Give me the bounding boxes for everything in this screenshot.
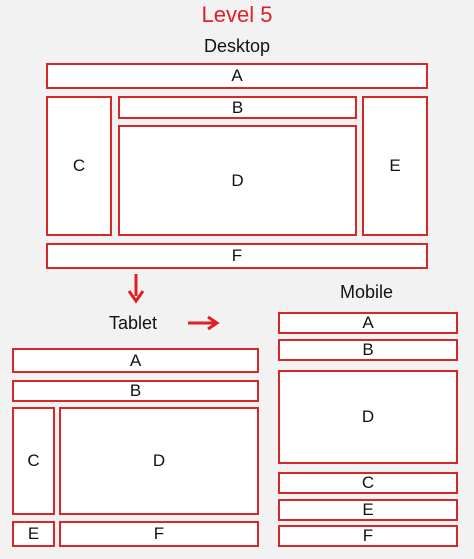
tablet-box-e: E (12, 521, 55, 547)
desktop-box-d: D (118, 125, 357, 236)
mobile-box-f: F (278, 525, 458, 547)
tablet-box-b: B (12, 380, 259, 402)
tablet-box-f: F (59, 521, 259, 547)
tablet-box-d: D (59, 407, 259, 515)
desktop-box-e: E (362, 96, 428, 236)
mobile-box-d: D (278, 370, 458, 464)
desktop-label: Desktop (204, 36, 271, 56)
desktop-box-a: A (46, 63, 428, 89)
desktop-box-c: C (46, 96, 112, 236)
desktop-box-f: F (46, 243, 428, 269)
diagram-title: Level 5 (201, 2, 273, 27)
tablet-label: Tablet (109, 313, 158, 333)
mobile-label: Mobile (340, 282, 394, 302)
desktop-box-b: B (118, 96, 357, 119)
mobile-box-c: C (278, 472, 458, 494)
arrow-right-icon (188, 315, 220, 331)
mobile-box-a: A (278, 312, 458, 334)
arrow-down-icon (127, 274, 145, 304)
mobile-box-b: B (278, 339, 458, 361)
mobile-box-e: E (278, 499, 458, 521)
tablet-box-a: A (12, 348, 259, 373)
tablet-box-c: C (12, 407, 55, 515)
